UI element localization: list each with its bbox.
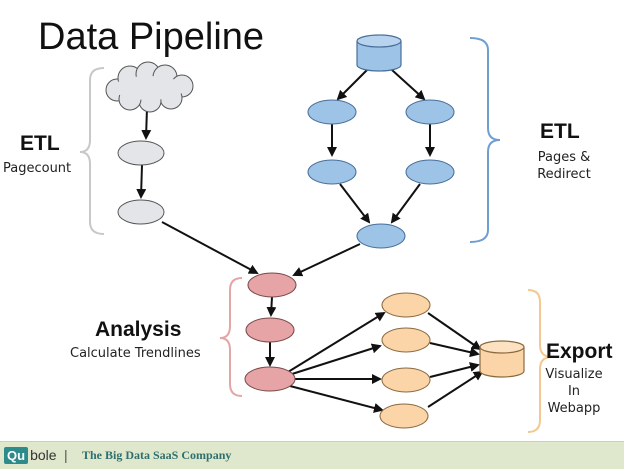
node-analysis-1: [247, 272, 297, 298]
node-analysis-2: [245, 317, 295, 343]
pipeline-diagram: [79, 34, 553, 433]
edge: [291, 343, 382, 375]
analysis-sub: Calculate Trendlines: [70, 346, 201, 361]
edges: [136, 69, 484, 413]
etl-left-sub: Pagecount: [3, 161, 72, 176]
node-etl-pages-2: [307, 159, 357, 185]
export-sub-line: Webapp: [547, 401, 601, 416]
database-icon: [356, 34, 402, 72]
export-sub: Visualize In Webapp: [545, 366, 603, 417]
node-export-2: [381, 327, 431, 353]
node-export-1: [381, 292, 431, 318]
edge: [427, 312, 482, 351]
footer-separator: |: [64, 447, 68, 463]
logo-text: bole: [30, 447, 57, 463]
node-etl-redirect-1: [405, 99, 455, 125]
node-analysis-3: [244, 366, 296, 392]
cloud-icon: [105, 61, 194, 113]
etl-right-sub-line: Redirect: [537, 167, 591, 182]
edge: [292, 243, 361, 277]
node-export-4: [379, 403, 429, 429]
edge: [427, 370, 484, 408]
page-title: Data Pipeline: [38, 16, 265, 58]
edge: [289, 385, 384, 413]
database-icon: [479, 340, 525, 378]
bracket-export: [527, 289, 553, 433]
export-heading: Export: [546, 340, 613, 363]
edge: [161, 221, 259, 274]
etl-left-heading: ETL: [20, 132, 60, 155]
edge: [429, 362, 480, 378]
node-etl-redirect-2: [405, 159, 455, 185]
export-sub-line: Visualize: [545, 367, 603, 382]
node-etl-pagecount-1: [117, 140, 165, 166]
etl-right-heading: ETL: [540, 120, 580, 143]
edge: [429, 342, 480, 358]
footer-tagline: The Big Data SaaS Company: [82, 448, 232, 462]
edge: [390, 183, 421, 224]
etl-right-sub: Pages & Redirect: [534, 149, 594, 183]
edge: [266, 296, 277, 317]
bracket-analysis: [219, 277, 243, 397]
edge: [136, 164, 147, 199]
edge: [287, 311, 386, 373]
bracket-etl-right: [469, 37, 501, 243]
qubole-logo: Qu bole: [4, 445, 57, 465]
analysis-heading: Analysis: [95, 318, 182, 341]
logo-highlight: Qu: [4, 446, 29, 464]
node-export-3: [381, 367, 431, 393]
export-sub-line: In: [567, 384, 581, 399]
node-etl-pages-1: [307, 99, 357, 125]
node-etl-join: [356, 223, 406, 249]
bracket-etl-left: [79, 67, 105, 235]
footer-bar: Qu bole | The Big Data SaaS Company: [0, 441, 624, 469]
edge: [391, 69, 426, 101]
edge: [141, 107, 152, 140]
node-etl-pagecount-2: [117, 199, 165, 225]
etl-right-sub-line: Pages &: [537, 150, 591, 165]
edge: [336, 69, 368, 101]
edge: [339, 183, 371, 224]
